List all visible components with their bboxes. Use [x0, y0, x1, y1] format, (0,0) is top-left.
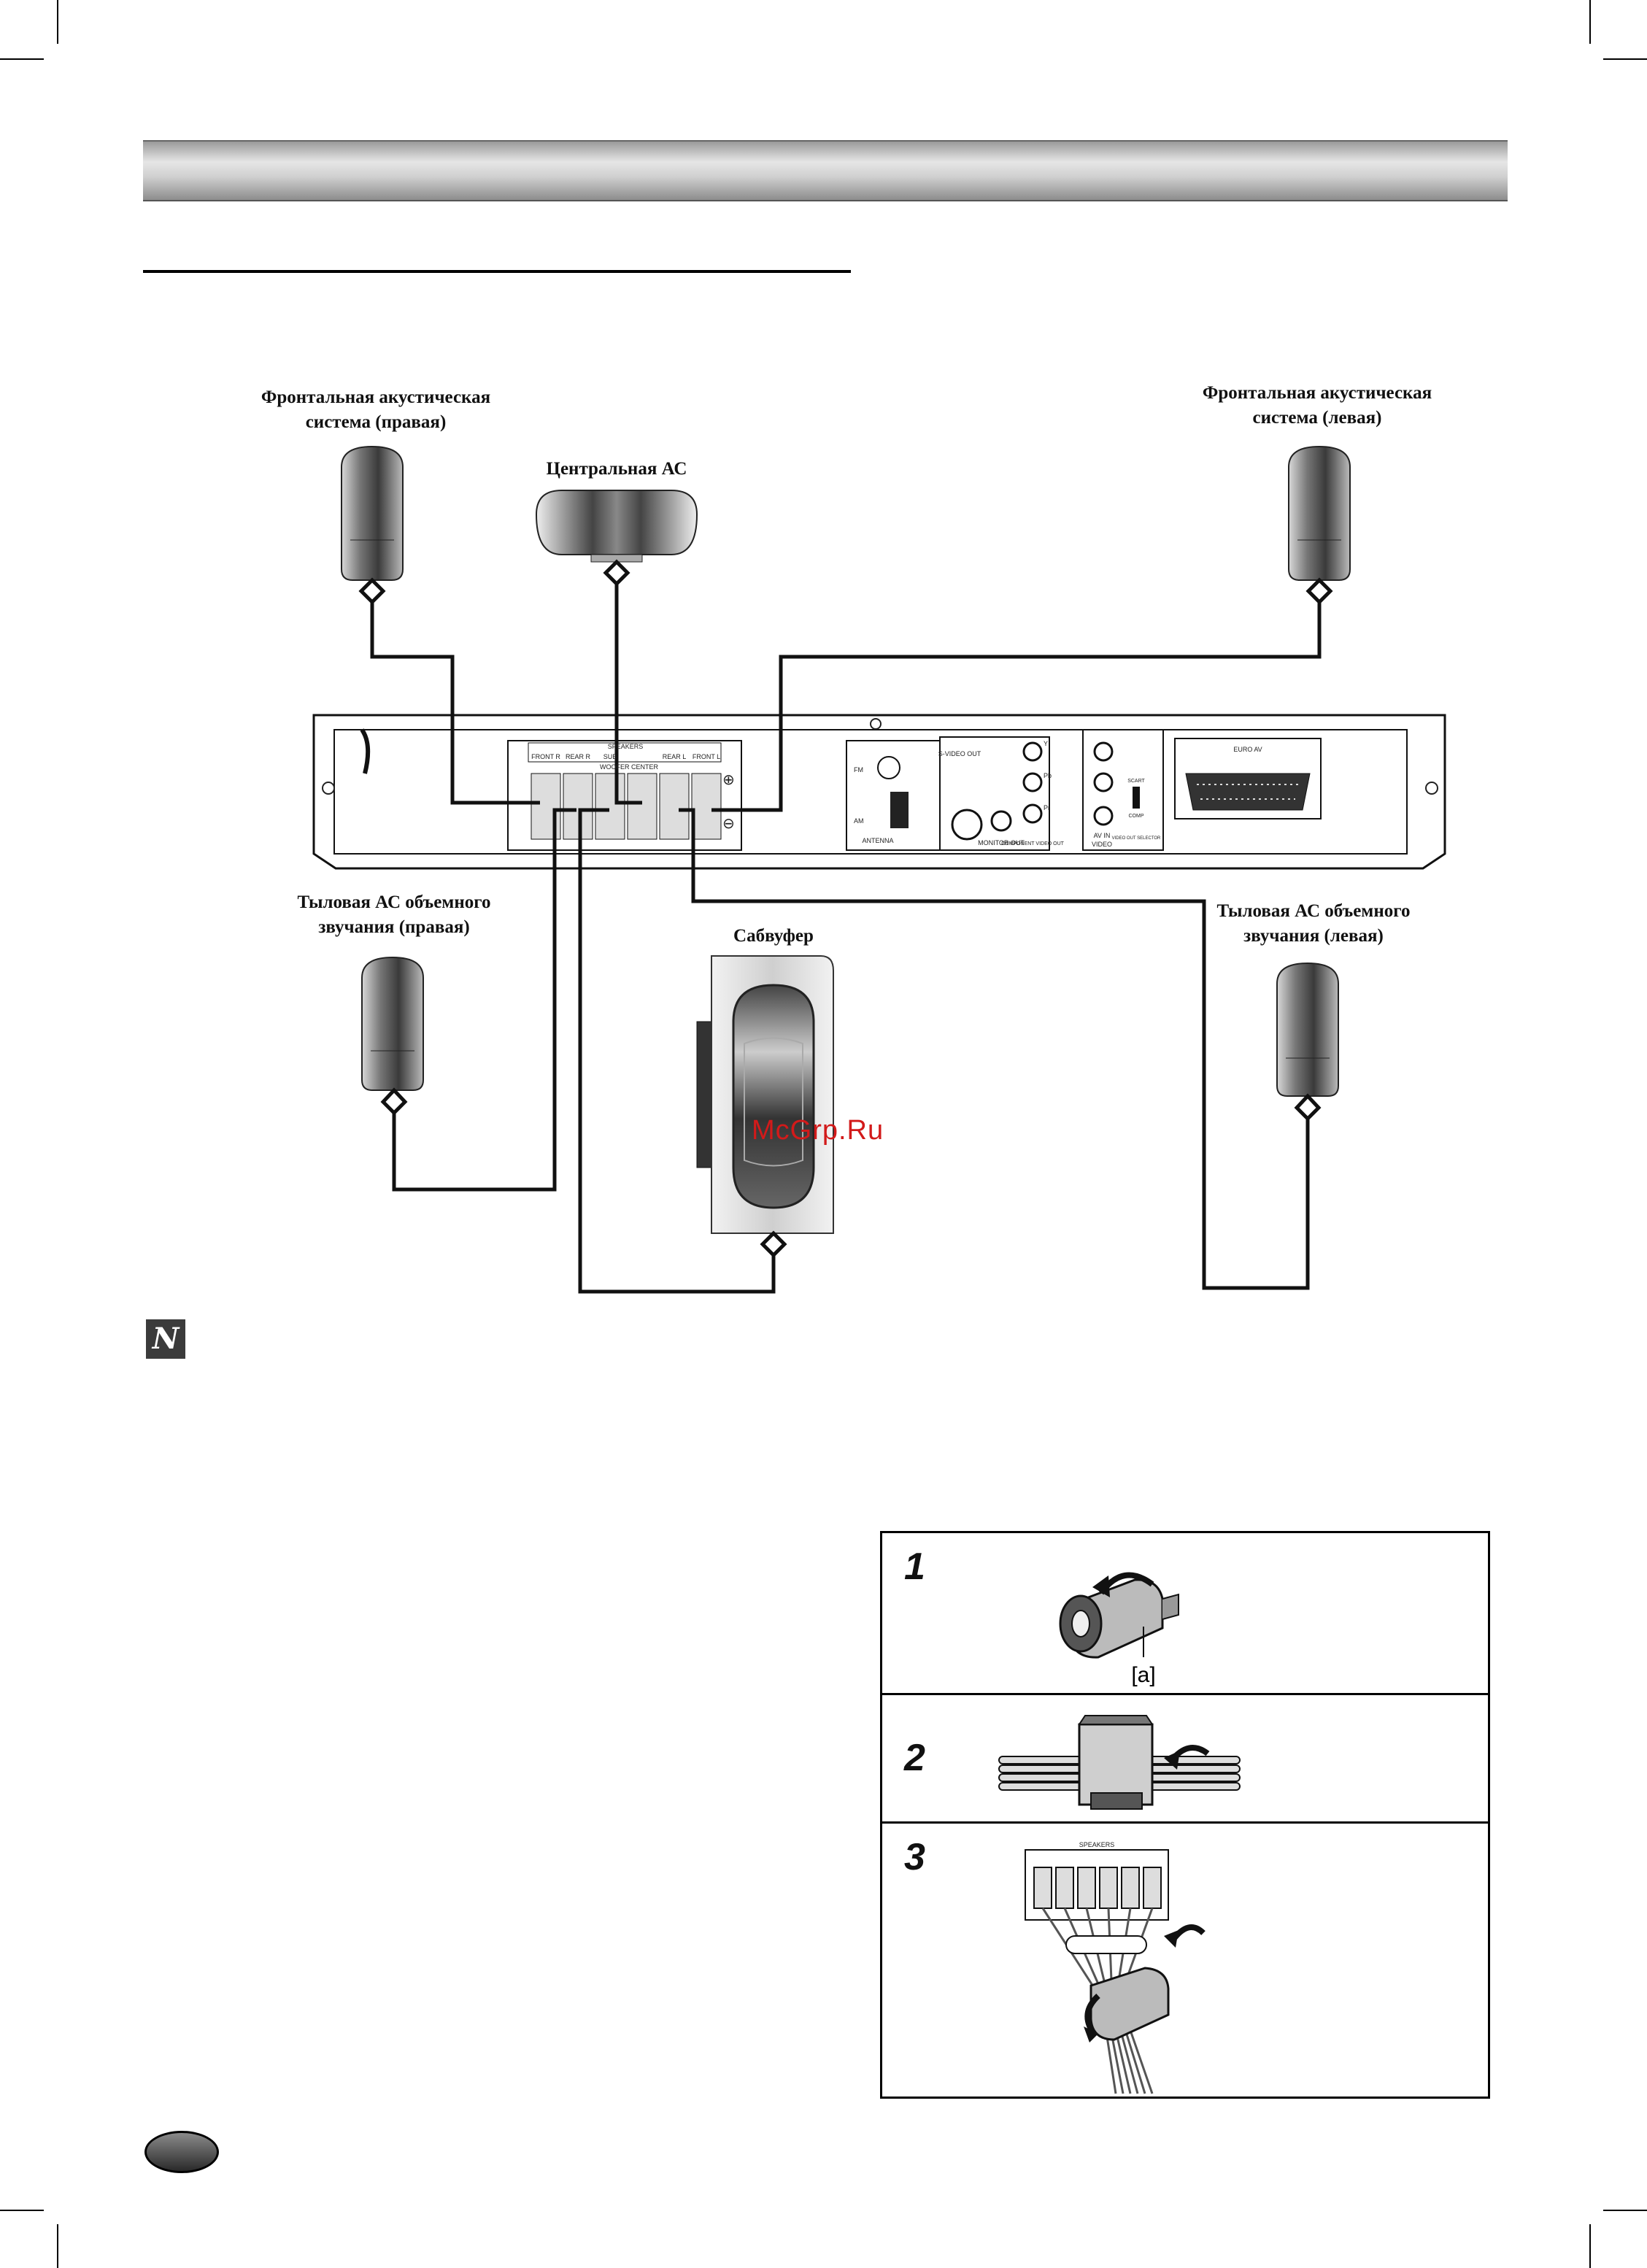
panel-video-label: VIDEO	[1092, 841, 1112, 848]
panel-antenna-label: ANTENNA	[862, 837, 893, 844]
panel-am-label: AM	[854, 817, 864, 825]
callout-a-label: [a]	[1131, 1663, 1155, 1687]
section-rule	[143, 270, 851, 273]
panel-rear-r-label: REAR R	[566, 753, 591, 760]
panel-comp-label: COMP	[1129, 814, 1144, 819]
step-number: 2	[904, 1737, 925, 1779]
panel-av-in-label: AV IN	[1094, 832, 1111, 839]
receiver-rear-panel	[312, 714, 1446, 870]
label-line: Фронтальная акустическая	[1202, 383, 1432, 403]
header-bar	[143, 140, 1508, 201]
speaker-connection-diagram: SPEAKERS FRONT R REAR R SUB WOOFER CENTE…	[312, 445, 1446, 1294]
label-line: Тыловая АС объемного	[297, 892, 491, 912]
panel-euro-av-label: EURO AV	[1233, 746, 1262, 753]
ferrite-core-wires-illustration	[998, 1715, 1241, 1810]
label-line: звучания (левая)	[1243, 926, 1384, 946]
label-subwoofer: Сабвуфер	[701, 924, 846, 949]
panel-y-label: Y	[1044, 740, 1048, 747]
label-center: Центральная АС	[511, 457, 722, 482]
panel-svideo-label: S-VIDEO OUT	[938, 750, 981, 757]
ferrite-core-open-illustration: [a]	[1059, 1572, 1179, 1687]
panel-front-l-label: FRONT L	[693, 753, 720, 760]
panel-pr-label: Pr	[1044, 804, 1050, 811]
label-rear-left: Тыловая АС объемного звучания (левая)	[1197, 899, 1430, 949]
label-rear-right: Тыловая АС объемного звучания (правая)	[277, 890, 511, 940]
step3-speakers-label: SPEAKERS	[1079, 1841, 1115, 1848]
crop-mark	[57, 2224, 58, 2268]
step-3: 3 SPEAKERS	[882, 1824, 1488, 2099]
panel-fm-label: FM	[854, 766, 863, 774]
label-line: система (левая)	[1252, 408, 1382, 428]
subwoofer-speaker	[696, 955, 834, 1234]
ferrite-core-installed-illustration: SPEAKERS	[1025, 1841, 1206, 2094]
center-speaker	[535, 490, 698, 563]
label-line: система (правая)	[305, 412, 447, 432]
label-front-left: Фронтальная акустическая система (левая)	[1189, 381, 1445, 431]
label-line: Сабвуфер	[733, 926, 814, 946]
crop-mark	[1603, 2210, 1647, 2211]
step-number: 1	[904, 1546, 925, 1588]
step-2: 2	[882, 1695, 1488, 1824]
page-number-tab	[144, 2131, 219, 2173]
speaker-terminal-row	[531, 773, 722, 840]
step-number: 3	[904, 1836, 925, 1878]
panel-selector-label: VIDEO OUT SELECTOR	[1112, 836, 1161, 841]
speaker-wires	[358, 559, 1333, 1294]
panel-scart-label: SCART	[1127, 779, 1145, 784]
panel-rear-l-label: REAR L	[663, 753, 687, 760]
panel-speakers-label: SPEAKERS	[608, 743, 644, 750]
panel-woofer-center-label: WOOFER CENTER	[600, 763, 658, 771]
panel-component-label: COMPONENT VIDEO OUT	[1001, 841, 1065, 846]
front-right-speaker	[341, 445, 404, 581]
label-front-right: Фронтальная акустическая система (правая…	[248, 385, 504, 435]
label-line: Тыловая АС объемного	[1216, 901, 1411, 921]
panel-front-r-label: FRONT R	[531, 753, 560, 760]
label-line: звучания (правая)	[318, 917, 470, 937]
note-icon: N	[146, 1319, 185, 1359]
label-line: Центральная АС	[546, 459, 687, 479]
label-line: Фронтальная акустическая	[261, 387, 491, 407]
rear-left-speaker	[1276, 962, 1339, 1097]
ferrite-core-steps: 1 [a] 2 3	[880, 1531, 1490, 2099]
step-1: 1 [a]	[882, 1533, 1488, 1695]
crop-mark	[1603, 58, 1647, 60]
panel-plus-label: ⊕	[722, 772, 735, 788]
front-left-speaker	[1288, 445, 1351, 581]
crop-mark	[0, 2210, 44, 2211]
crop-mark	[1589, 0, 1591, 44]
watermark: McGrp.Ru	[752, 1115, 884, 1146]
rear-right-speaker	[361, 956, 424, 1091]
crop-mark	[57, 0, 58, 44]
crop-mark	[1589, 2224, 1591, 2268]
panel-minus-label: ⊖	[722, 816, 735, 832]
crop-mark	[0, 58, 44, 60]
panel-pb-label: Pb	[1044, 772, 1052, 779]
panel-sub-label: SUB	[603, 753, 617, 760]
panel-monitor-out-label: MONITOR OUT	[978, 839, 1025, 846]
